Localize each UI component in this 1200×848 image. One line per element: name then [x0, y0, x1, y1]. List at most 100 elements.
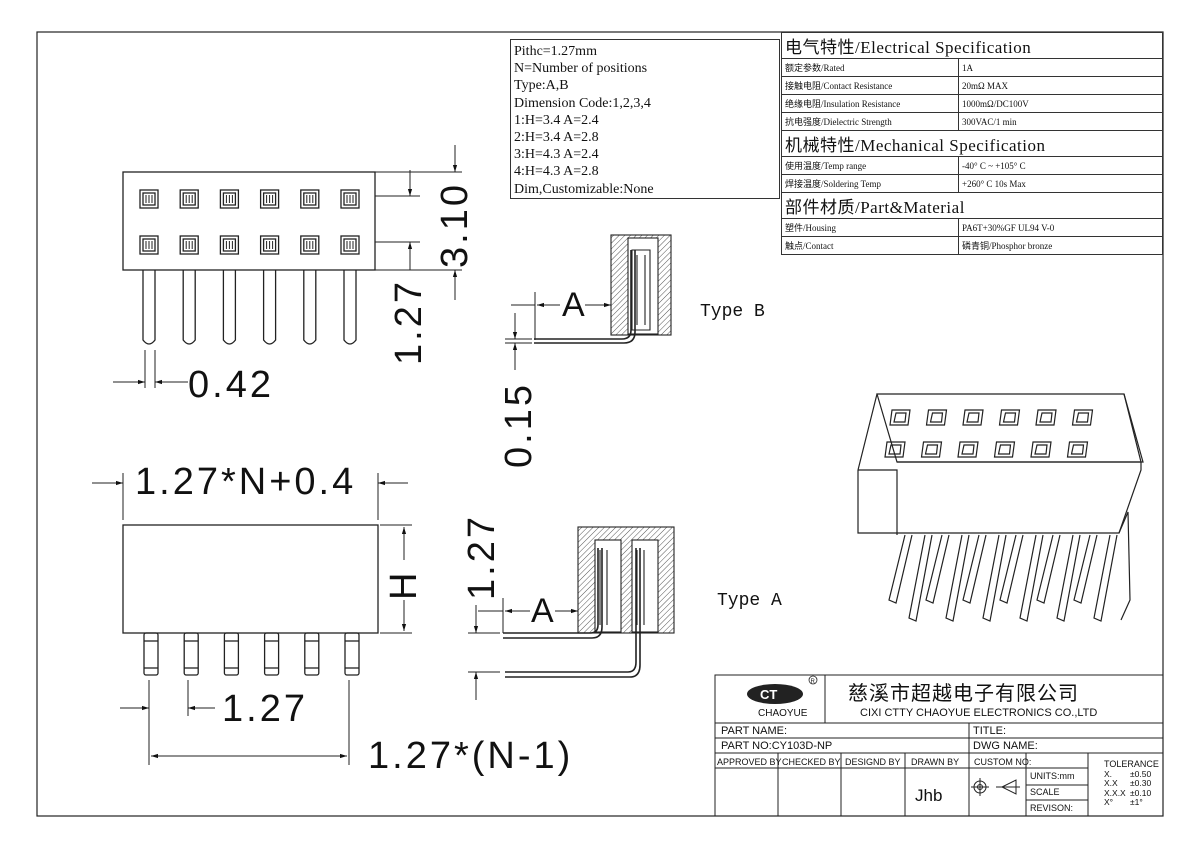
title-label: TITLE: — [973, 725, 1007, 737]
iso-pin-back — [1019, 534, 1044, 622]
socket-cell — [340, 235, 360, 255]
iso-socket-cell — [1030, 441, 1052, 458]
part-no-label: PART NO:CY103D-NP — [721, 740, 833, 752]
note-line: 3:H=4.3 A=2.4 — [514, 147, 599, 163]
spec-value: -40° C ~ +105° C — [958, 156, 1163, 175]
iso-socket-inner — [1070, 444, 1085, 455]
spec-value: 20mΩ MAX — [958, 76, 1163, 95]
pin-tail — [222, 270, 237, 345]
iso-socket-cell — [957, 441, 979, 458]
socket-cell — [259, 189, 280, 209]
socket-cell — [179, 189, 199, 209]
pin-tail — [182, 270, 196, 345]
dim-0-15: 0.15 — [498, 382, 540, 468]
iso-socket-cell — [962, 409, 984, 426]
socket-cell — [179, 235, 199, 255]
scale-label: SCALE — [1030, 787, 1060, 797]
socket-cell-inner — [182, 192, 196, 206]
spec-label: 抗电强度/Dielectric Strength — [781, 112, 959, 131]
title-block — [714, 674, 1164, 817]
iso-socket-cell — [920, 441, 943, 458]
mechanical-title: 机械特性/Mechanical Specification — [781, 130, 1163, 157]
socket-cell — [300, 189, 320, 209]
note-line: Dim,Customizable:None — [514, 181, 654, 197]
pin-tail — [262, 270, 277, 345]
type-b-section — [505, 234, 672, 370]
spec-value: 300VAC/1 min — [958, 112, 1163, 131]
iso-socket-inner — [1002, 412, 1017, 423]
units-label: UNITS:mm — [1030, 771, 1075, 781]
drawn-by-label: DRAWN BY — [911, 757, 960, 767]
top-view — [113, 145, 462, 388]
socket-cell-inner — [303, 192, 317, 206]
dim-1-27-pitch: 1.27 — [222, 688, 308, 730]
company-name-cn: 慈溪市超越电子有限公司 — [848, 683, 1079, 705]
iso-socket-inner — [966, 412, 980, 423]
iso-socket-inner — [929, 412, 944, 423]
company-name-en: CIXI CTTY CHAOYUE ELECTRONICS CO.,LTD — [860, 707, 1098, 719]
iso-pin-front — [1036, 534, 1061, 604]
spec-value: 1A — [958, 58, 1163, 77]
dim-pitch-formula: 1.27*(N-1) — [368, 735, 574, 777]
spec-label: 塑件/Housing — [781, 218, 959, 237]
spec-row: 焊接温度/Soldering Temp+260° C 10s Max — [781, 174, 1163, 193]
svg-text:R: R — [811, 679, 816, 685]
spec-value: 1000mΩ/DC100V — [958, 94, 1163, 113]
pin-tail — [263, 632, 280, 676]
socket-cell-inner — [222, 192, 237, 206]
iso-socket-inner — [1039, 412, 1053, 423]
socket-cell-inner — [303, 238, 317, 252]
iso-socket-cell — [1035, 409, 1057, 426]
designed-by-label: DESIGND BY — [845, 757, 901, 767]
socket-cell — [139, 235, 159, 255]
note-line: Pithc=1.27mm — [514, 44, 597, 59]
spec-label: 绝缘电阻/Insulation Resistance — [781, 94, 959, 113]
spec-row: 使用温度/Temp range-40° C ~ +105° C — [781, 156, 1163, 175]
iso-socket-inner — [924, 444, 939, 455]
spec-label: 焊接温度/Soldering Temp — [781, 174, 959, 193]
socket-cell — [139, 189, 159, 209]
iso-socket-cell — [998, 409, 1021, 426]
note-line: N=Number of positions — [514, 61, 648, 77]
socket-cell — [340, 189, 360, 209]
spec-value: 磷青铜/Phosphor bronze — [958, 236, 1163, 255]
iso-socket-inner — [1075, 412, 1090, 423]
spec-value: PA6T+30%GF UL94 V-0 — [958, 218, 1163, 237]
revision-label: REVISON: — [1030, 803, 1074, 813]
socket-cell — [259, 235, 280, 255]
iso-socket-cell — [884, 441, 906, 458]
iso-pin-back — [908, 534, 933, 622]
iso-socket-cell — [993, 441, 1016, 458]
dim-1-27-top: 1.27 — [388, 279, 430, 365]
dim-1-27-type-a: 1.27 — [461, 514, 503, 600]
iso-pin-front — [925, 534, 950, 604]
pin-tail — [303, 270, 317, 345]
socket-cell — [219, 189, 240, 209]
iso-socket-cell — [1066, 441, 1089, 458]
dim-h: H — [383, 569, 425, 600]
iso-socket-inner — [961, 444, 975, 455]
iso-pin-back — [1056, 534, 1081, 622]
note-line: 4:H=4.3 A=2.8 — [514, 164, 599, 180]
dim-a-type-a: A — [531, 592, 557, 630]
tolerance-row: X.X±0.30 — [1104, 778, 1152, 789]
note-line: 2:H=3.4 A=2.8 — [514, 130, 599, 146]
part-name-label: PART NAME: — [721, 725, 788, 737]
spec-table: 电气特性/Electrical Specification 额定参数/Rated… — [781, 32, 1163, 255]
tolerance-row: X.X.X±0.10 — [1104, 787, 1152, 798]
brand-name: CHAOYUE — [758, 708, 808, 719]
type-b-label: Type B — [700, 302, 765, 322]
custom-no-label: CUSTOM NO: — [974, 757, 1032, 767]
material-title: 部件材质/Part&Material — [781, 192, 1163, 219]
socket-cell-inner — [222, 238, 237, 252]
iso-pin-back — [1093, 534, 1118, 622]
iso-pin-back — [945, 534, 970, 622]
socket-cell-inner — [343, 238, 357, 252]
